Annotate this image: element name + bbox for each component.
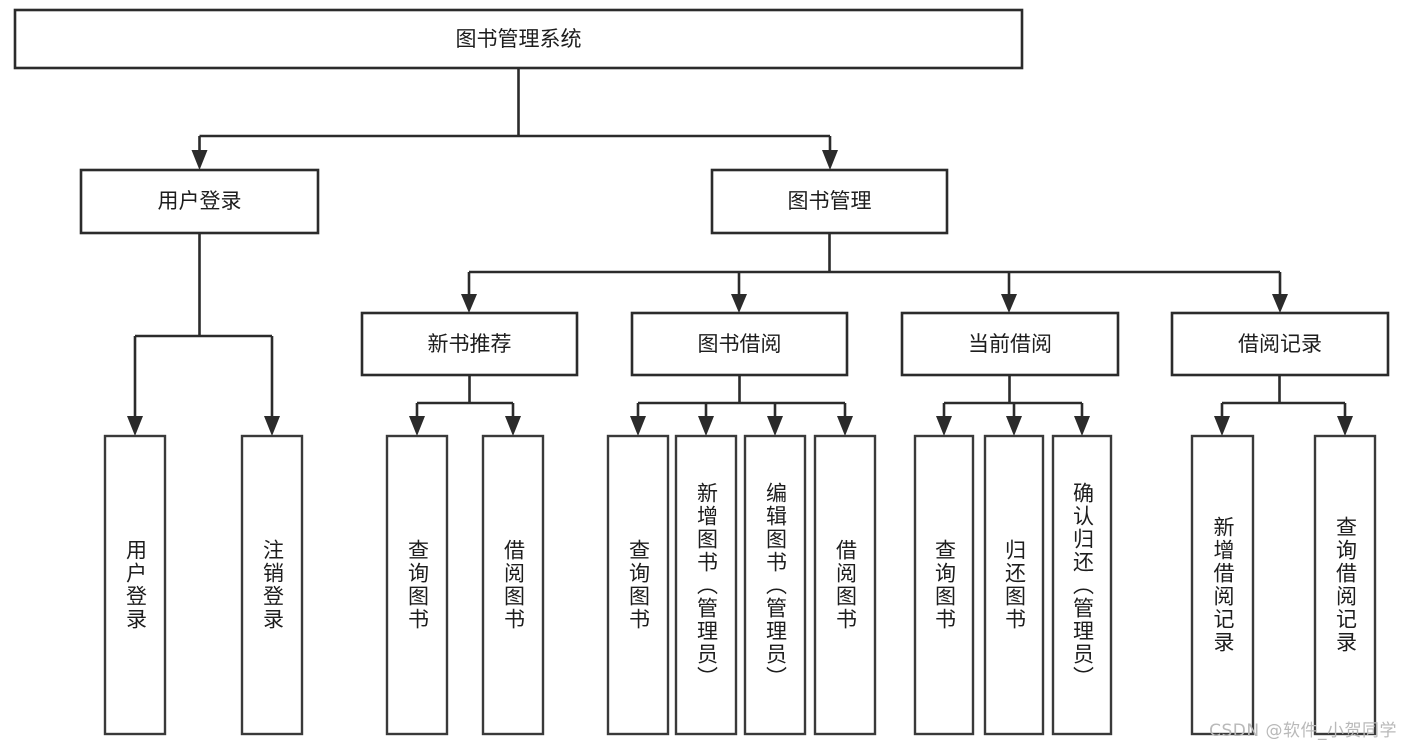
node-label-current-borrow: 当前借阅	[968, 332, 1052, 356]
arrow-head-new-book-rec	[461, 294, 477, 313]
node-box-book-borrow[interactable]	[630, 311, 849, 377]
node-label-user-login: 用户登录	[158, 189, 242, 213]
node-label-root: 图书管理系统	[456, 27, 582, 51]
node-box-leaf-query-book-2[interactable]	[606, 434, 670, 736]
node-box-leaf-edit-book[interactable]	[743, 434, 807, 736]
arrow-head-leaf-query-book-1	[409, 416, 425, 436]
arrow-head-leaf-borrow-book-1	[505, 416, 521, 436]
arrow-head-book-borrow	[731, 294, 747, 313]
arrow-head-user-login	[191, 150, 208, 170]
node-box-leaf-add-record[interactable]	[1190, 434, 1255, 736]
node-box-user-login[interactable]	[79, 168, 320, 235]
arrow-head-leaf-return-book	[1006, 416, 1022, 436]
csdn-watermark: CSDN @软件_小贺同学	[1209, 721, 1397, 741]
node-box-leaf-query-record[interactable]	[1313, 434, 1377, 736]
node-label-borrow-record: 借阅记录	[1238, 332, 1322, 356]
node-box-root[interactable]	[13, 8, 1024, 70]
arrow-head-borrow-record	[1272, 294, 1288, 313]
node-box-leaf-query-book-1[interactable]	[385, 434, 449, 736]
arrow-head-leaf-query-book-2	[630, 416, 646, 436]
arrow-head-leaf-query-book-3	[936, 416, 952, 436]
node-box-new-book-rec[interactable]	[360, 311, 579, 377]
node-box-leaf-user-login[interactable]	[103, 434, 167, 736]
arrow-head-book-manage	[822, 150, 838, 170]
node-box-leaf-return-book[interactable]	[983, 434, 1045, 736]
connector-layer	[127, 68, 1353, 436]
node-box-leaf-query-book-3[interactable]	[913, 434, 975, 736]
node-box-borrow-record[interactable]	[1170, 311, 1390, 377]
arrow-head-leaf-logout	[264, 416, 280, 436]
node-label-new-book-rec: 新书推荐	[428, 332, 512, 356]
arrow-head-leaf-add-record	[1214, 416, 1230, 436]
arrow-head-leaf-add-book	[698, 416, 714, 436]
arrow-head-leaf-user-login	[127, 416, 143, 436]
arrow-head-leaf-edit-book	[767, 416, 783, 436]
node-box-leaf-logout[interactable]	[240, 434, 304, 736]
node-box-current-borrow[interactable]	[900, 311, 1120, 377]
arrow-head-leaf-query-record	[1337, 416, 1353, 436]
node-box-leaf-borrow-book-1[interactable]	[481, 434, 545, 736]
arrow-head-leaf-borrow-book-2	[837, 416, 853, 436]
node-box-leaf-borrow-book-2[interactable]	[813, 434, 877, 736]
arrow-head-current-borrow	[1001, 294, 1017, 313]
node-label-book-borrow: 图书借阅	[698, 332, 782, 356]
node-box-leaf-add-book[interactable]	[674, 434, 738, 736]
node-box-book-manage[interactable]	[710, 168, 949, 235]
node-layer: 图书管理系统 用户登录 图书管理 新书推荐 图书借阅 当前借阅 借阅记录	[13, 8, 1390, 736]
node-label-book-manage: 图书管理	[788, 189, 872, 213]
node-box-leaf-confirm-return[interactable]	[1051, 434, 1113, 736]
arrow-head-leaf-confirm-return	[1074, 416, 1090, 436]
